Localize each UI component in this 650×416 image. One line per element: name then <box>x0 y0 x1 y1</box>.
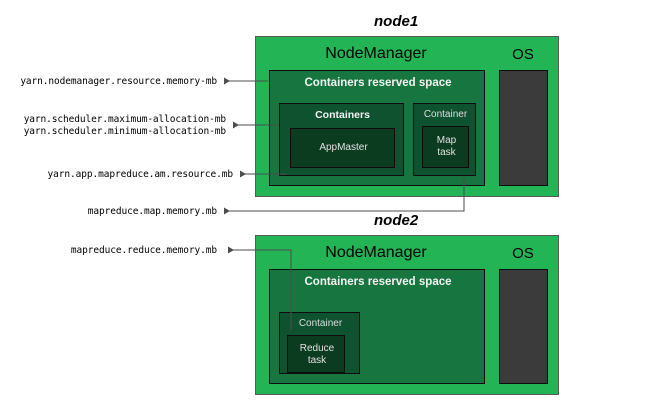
label-mapreduce-map-memory-mb: mapreduce.map.memory.mb <box>87 206 217 217</box>
node1-container-group-label: Container <box>423 109 468 120</box>
node1-os-slab <box>499 70 548 186</box>
node1-map-task-label-line1: Map <box>436 135 457 146</box>
node1-appmaster-label: AppMaster <box>319 142 368 153</box>
node1-reserved-space-label: Containers reserved space <box>304 77 452 89</box>
node1-map-task-label-line2: task <box>437 147 456 158</box>
node1-box: NodeManager OS Containers reserved space… <box>255 36 559 197</box>
node1-containers-group-label: Containers <box>315 109 370 121</box>
node1-nodemanager-title: NodeManager <box>325 45 427 62</box>
node2-title: node2 <box>374 212 419 229</box>
node1-container-group: Container Map task <box>413 103 476 176</box>
node2-reserved-space-label: Containers reserved space <box>304 276 452 288</box>
node1-containers-group: Containers AppMaster <box>279 103 404 176</box>
node2-reduce-task-label-line1: Reduce <box>299 343 335 354</box>
label-yarn-app-mapreduce-am-resource-mb: yarn.app.mapreduce.am.resource.mb <box>47 169 234 180</box>
node2-reserved-space-box: Containers reserved space Container Redu… <box>269 269 485 384</box>
node1-title: node1 <box>374 13 419 30</box>
node2-container-group-label: Container <box>298 318 343 329</box>
node2-box: NodeManager OS Containers reserved space… <box>255 235 559 395</box>
node1-os-title: OS <box>512 46 534 63</box>
node2-os-slab <box>499 269 548 384</box>
node1-appmaster-box: AppMaster <box>290 128 395 168</box>
node2-reduce-task-label-line2: task <box>307 355 327 366</box>
node2-os-title: OS <box>512 245 534 262</box>
node2-container-group: Container Reduce task <box>279 312 360 374</box>
label-mapreduce-reduce-memory-mb: mapreduce.reduce.memory.mb <box>70 245 217 256</box>
label-yarn-nodemanager-resource-memory-mb: yarn.nodemanager.resource.memory-mb <box>20 76 217 87</box>
node1-reserved-space-box: Containers reserved space Containers App… <box>269 70 485 186</box>
label-yarn-scheduler-minimum-allocation-mb: yarn.scheduler.minimum-allocation-mb <box>23 126 226 137</box>
label-yarn-scheduler-maximum-allocation-mb: yarn.scheduler.maximum-allocation-mb <box>23 114 226 125</box>
node2-reduce-task-box: Reduce task <box>287 335 345 373</box>
node2-nodemanager-title: NodeManager <box>325 244 427 261</box>
node1-map-task-box: Map task <box>422 126 469 168</box>
